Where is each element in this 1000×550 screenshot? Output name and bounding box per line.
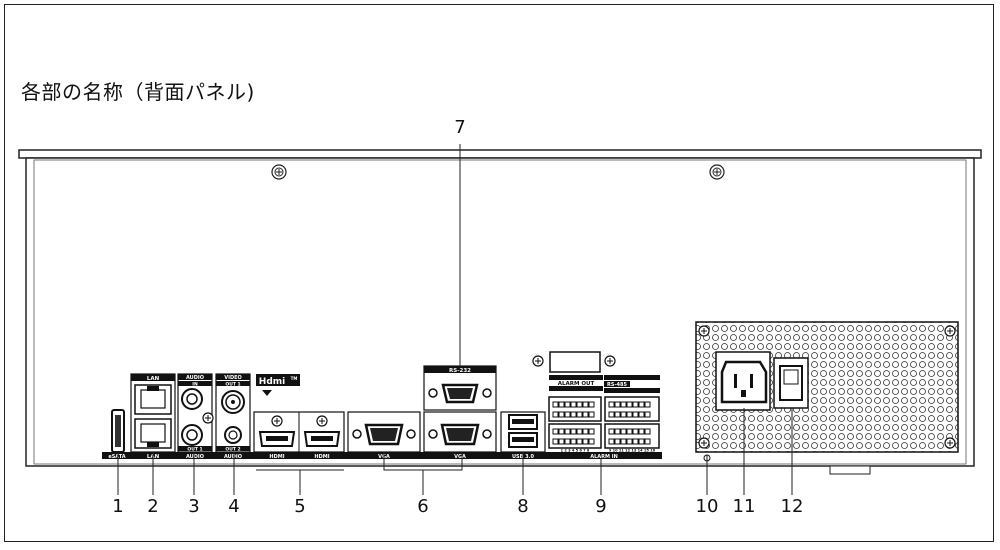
power-switch: [773, 357, 809, 409]
callout-7: 7: [454, 117, 466, 138]
alarm-terminal-block: ALARM OUT RS-485 1 2 3 4 5 6 7 8 9 10 11…: [532, 351, 660, 460]
hdmi1-label: HDMI: [269, 454, 284, 460]
power-supply: [695, 321, 959, 453]
vga-port-2: VGA: [423, 411, 497, 460]
video-out-label: OUT 1: [225, 382, 240, 388]
audio-top-label: AUDIO: [186, 375, 204, 381]
alarm-in-nums-right: 9 10 11 12 13 14 15 16: [609, 449, 656, 453]
audio-in-label: IN: [192, 382, 198, 388]
audio-ports: AUDIO IN OUT 1 AUDIO: [177, 373, 214, 460]
callout-2: 2: [147, 496, 159, 517]
audio-out-label: OUT 1: [187, 447, 202, 453]
callout-4: 4: [228, 496, 240, 517]
alarm-in-label: ALARM IN: [590, 454, 618, 460]
video-top-label: VIDEO: [224, 375, 242, 381]
hdmi-tm-text: TM: [291, 376, 298, 381]
callout-6: 6: [417, 496, 429, 517]
audio2-out-label: OUT 2: [225, 447, 240, 453]
callout-9: 9: [595, 496, 607, 517]
diagram-frame: [4, 4, 994, 542]
usb-ports: USB 3.0: [500, 411, 546, 460]
top-screw-right: [709, 164, 725, 180]
callout-leaders: [117, 144, 793, 495]
hdmi-ports: HDMI HDMI: [253, 411, 345, 460]
esata-label: eSATA: [108, 454, 125, 460]
vga-port-1: VGA: [347, 411, 421, 460]
callout-3: 3: [188, 496, 200, 517]
alarm-out-label: ALARM OUT: [558, 381, 595, 387]
callout-12: 12: [780, 496, 804, 517]
hdmi-logo-text: Hdmi: [259, 377, 285, 387]
lan-ports: LAN LAN: [130, 373, 176, 460]
video-audio-ports: VIDEO OUT 1 OUT 2 AUDIO: [215, 373, 251, 460]
rs232-label: RS-232: [449, 368, 471, 374]
callout-1: 1: [112, 496, 124, 517]
esata-port: eSATA: [108, 409, 126, 460]
hdmi2-label: HDMI: [314, 454, 329, 460]
rs485-label: RS-485: [607, 382, 627, 388]
top-screw-left: [271, 164, 287, 180]
rs232-port: RS-232: [423, 365, 497, 411]
hdmi-logo: Hdmi TM: [256, 374, 300, 396]
lan-top-label: LAN: [147, 376, 160, 382]
callout-5: 5: [294, 496, 306, 517]
callout-11: 11: [732, 496, 756, 517]
alarm-in-nums-left: 1 2 3 4 5 6 7 8: [561, 449, 590, 453]
callout-8: 8: [517, 496, 529, 517]
ac-inlet: [715, 351, 771, 411]
callout-10: 10: [695, 496, 719, 517]
page-title: 各部の名称（背面パネル): [21, 80, 255, 104]
audio2-bottom-label: AUDIO: [224, 454, 242, 460]
audio-bottom-label: AUDIO: [186, 454, 204, 460]
vga2-label: VGA: [454, 454, 466, 460]
